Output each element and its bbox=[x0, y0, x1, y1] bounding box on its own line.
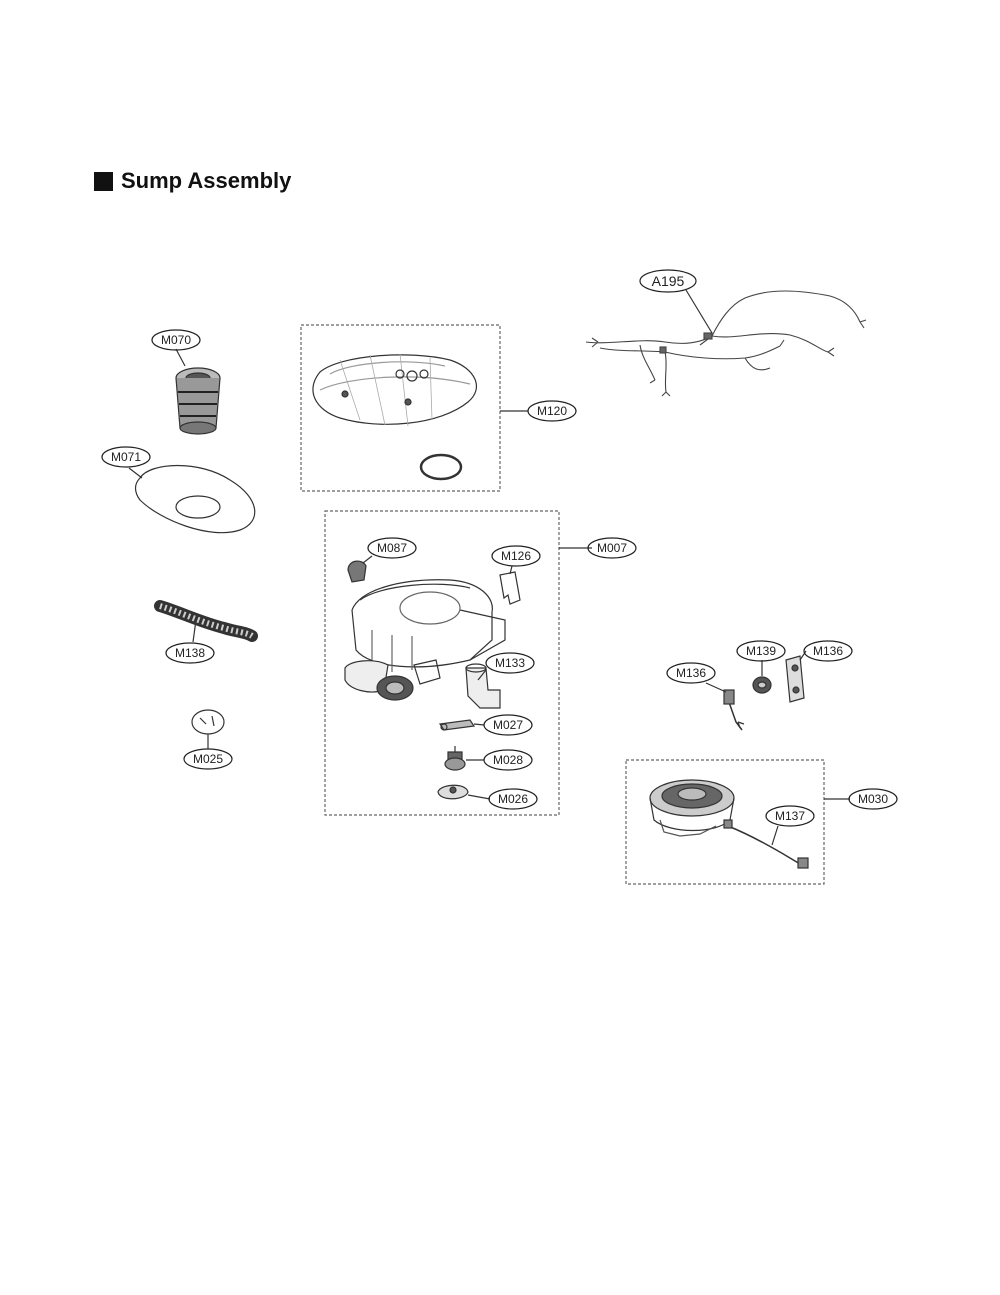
m070-label: M070 bbox=[161, 333, 191, 347]
m126-leader-line bbox=[509, 565, 513, 575]
m139-label-ellipse bbox=[736, 640, 786, 662]
m120-label-ellipse bbox=[527, 400, 577, 422]
elbow-illustration bbox=[465, 663, 501, 709]
m136-left-label: M136 bbox=[676, 666, 706, 680]
clip-illustration bbox=[347, 560, 367, 583]
section-heading: Sump Assembly bbox=[94, 168, 291, 194]
m137-label-ellipse bbox=[765, 805, 815, 827]
m030-label-ellipse bbox=[848, 788, 898, 810]
section-title: Sump Assembly bbox=[121, 168, 292, 193]
cap-illustration bbox=[191, 709, 225, 735]
m136-right-label: M136 bbox=[813, 644, 843, 658]
m007-label-ellipse bbox=[587, 537, 637, 559]
valve-illustration bbox=[444, 746, 466, 771]
sensor-illustration bbox=[438, 719, 476, 731]
a195-label-ellipse bbox=[639, 269, 697, 293]
m027-label: M027 bbox=[493, 718, 523, 732]
m070-leader-line bbox=[175, 348, 186, 367]
hose-illustration bbox=[154, 600, 258, 642]
bracket-illustration bbox=[499, 571, 521, 605]
wire-harness-illustration bbox=[585, 290, 867, 397]
m087-label: M087 bbox=[377, 541, 407, 555]
m007-group-box bbox=[324, 510, 560, 816]
m138-label-ellipse bbox=[165, 642, 215, 664]
m026-leader-line bbox=[467, 794, 491, 800]
m136-left-leader-line bbox=[705, 682, 727, 693]
spray-disc-illustration bbox=[312, 353, 478, 481]
heading-square-icon bbox=[94, 171, 113, 191]
m071-label-ellipse bbox=[101, 446, 151, 468]
m138-label: M138 bbox=[175, 646, 205, 660]
m071-label: M071 bbox=[111, 450, 141, 464]
m133-leader-line bbox=[477, 669, 487, 681]
m087-label-ellipse bbox=[367, 537, 417, 559]
m025-label: M025 bbox=[193, 752, 223, 766]
m126-label-ellipse bbox=[491, 545, 541, 567]
m025-label-ellipse bbox=[183, 748, 233, 770]
grommet-illustration bbox=[752, 676, 772, 694]
m026-label: M026 bbox=[498, 792, 528, 806]
motor-illustration bbox=[649, 779, 735, 837]
m028-label-ellipse bbox=[483, 749, 533, 771]
m136-left-label-ellipse bbox=[666, 662, 716, 684]
m030-group-box bbox=[625, 759, 825, 885]
m007-label: M007 bbox=[597, 541, 627, 555]
a195-leader-line bbox=[685, 289, 713, 334]
m133-label-ellipse bbox=[485, 652, 535, 674]
cover-illustration bbox=[437, 784, 469, 800]
m027-label-ellipse bbox=[483, 714, 533, 736]
m137-leader-line bbox=[771, 825, 779, 846]
m139-label: M139 bbox=[746, 644, 776, 658]
sensor-wire-left-illustration bbox=[723, 689, 745, 731]
m070-label-ellipse bbox=[151, 329, 201, 351]
sump-body-illustration bbox=[344, 579, 506, 701]
m087-leader-line bbox=[362, 555, 373, 564]
cable-illustration bbox=[723, 819, 809, 869]
sensor-bracket-right-illustration bbox=[785, 655, 805, 703]
gasket-illustration bbox=[134, 465, 256, 534]
m136-right-label-ellipse bbox=[803, 640, 853, 662]
m071-leader-line bbox=[128, 467, 143, 479]
a195-label: A195 bbox=[652, 273, 685, 289]
m136-right-leader-line bbox=[799, 650, 807, 661]
m028-label: M028 bbox=[493, 753, 523, 767]
m120-label: M120 bbox=[537, 404, 567, 418]
m027-leader-line bbox=[473, 723, 485, 726]
m138-leader-line bbox=[192, 619, 197, 643]
m137-label: M137 bbox=[775, 809, 805, 823]
m133-label: M133 bbox=[495, 656, 525, 670]
m126-label: M126 bbox=[501, 549, 531, 563]
m026-label-ellipse bbox=[488, 788, 538, 810]
filter-illustration bbox=[175, 367, 221, 435]
m030-label: M030 bbox=[858, 792, 888, 806]
m120-group-box bbox=[300, 324, 501, 492]
